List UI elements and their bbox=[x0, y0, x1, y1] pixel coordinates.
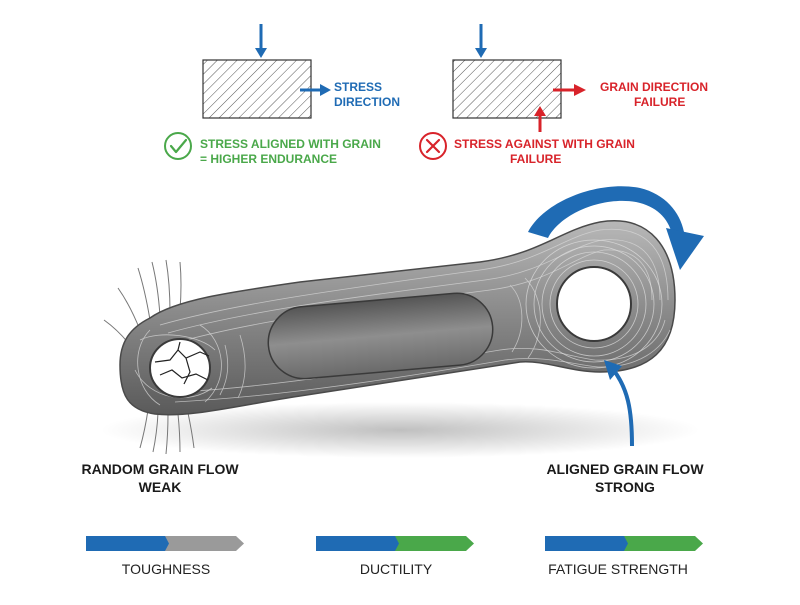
failure-label-line2: FAILURE bbox=[634, 95, 686, 109]
bar-2-remainder bbox=[624, 536, 703, 551]
aligned-rings bbox=[525, 239, 663, 369]
bar-0-blue-fill bbox=[86, 536, 169, 551]
ductility-label: DUCTILITY bbox=[359, 561, 433, 577]
aligned-indicator-arrow-head bbox=[604, 360, 622, 380]
down-arrow-right-head bbox=[475, 48, 487, 58]
check-circle-icon bbox=[164, 132, 192, 160]
aligned-caption-line2: = HIGHER ENDURANCE bbox=[200, 152, 338, 166]
grain-flow-lines bbox=[159, 228, 671, 403]
crank-shadow bbox=[100, 402, 700, 458]
right-arrow-left-head bbox=[320, 84, 331, 96]
fatigue-strength-label: FATIGUE STRENGTH bbox=[548, 561, 688, 577]
against-caption-line2: FAILURE bbox=[510, 152, 562, 166]
right-spindle-hole bbox=[556, 266, 632, 342]
bar-0-remainder bbox=[165, 536, 244, 551]
center-slot bbox=[267, 292, 494, 380]
hatched-block-right bbox=[452, 59, 562, 119]
red-right-arrow-head bbox=[574, 84, 586, 96]
against-caption: STRESS AGAINST WITH GRAIN FAILURE bbox=[454, 137, 635, 167]
grain-failure-label: GRAIN DIRECTION FAILURE bbox=[600, 80, 708, 110]
random-grain-line1: RANDOM GRAIN FLOW bbox=[81, 461, 239, 477]
bar-1-blue-fill bbox=[316, 536, 399, 551]
red-up-arrow-head bbox=[534, 106, 546, 116]
aligned-caption-line1: STRESS ALIGNED WITH GRAIN bbox=[200, 137, 381, 151]
aligned-grain-caption: ALIGNED GRAIN FLOW STRONG bbox=[525, 460, 725, 496]
left-pedal-hole bbox=[149, 338, 211, 398]
property-bars bbox=[86, 536, 703, 551]
aligned-indicator-arrow bbox=[610, 366, 634, 447]
aligned-grain-line1: ALIGNED GRAIN FLOW bbox=[546, 461, 704, 477]
stress-label-line1: STRESS bbox=[334, 80, 383, 94]
toughness-label: TOUGHNESS bbox=[121, 561, 211, 577]
rotation-arrow-head bbox=[666, 228, 704, 270]
random-grain-line2: WEAK bbox=[138, 479, 182, 495]
crack-lines bbox=[154, 341, 210, 385]
against-stress-diagram bbox=[419, 24, 586, 160]
cross-circle-icon bbox=[419, 132, 447, 160]
hatched-block-left bbox=[202, 59, 312, 119]
stress-direction-label: STRESS DIRECTION bbox=[334, 80, 400, 110]
rotation-arrow-body bbox=[528, 186, 684, 238]
aligned-stress-diagram bbox=[164, 24, 331, 160]
rotation-arrow bbox=[528, 186, 704, 270]
bar-2-blue-fill bbox=[545, 536, 628, 551]
down-arrow-left-head bbox=[255, 48, 267, 58]
aligned-grain-line2: STRONG bbox=[595, 479, 655, 495]
bar-1-remainder bbox=[395, 536, 474, 551]
crank-arm bbox=[100, 220, 700, 458]
random-grain-caption: RANDOM GRAIN FLOW WEAK bbox=[60, 460, 260, 496]
failure-label-line1: GRAIN DIRECTION bbox=[600, 80, 708, 94]
stress-label-line2: DIRECTION bbox=[334, 95, 400, 109]
against-caption-line1: STRESS AGAINST WITH GRAIN bbox=[454, 137, 635, 151]
aligned-caption: STRESS ALIGNED WITH GRAIN = HIGHER ENDUR… bbox=[200, 137, 381, 167]
